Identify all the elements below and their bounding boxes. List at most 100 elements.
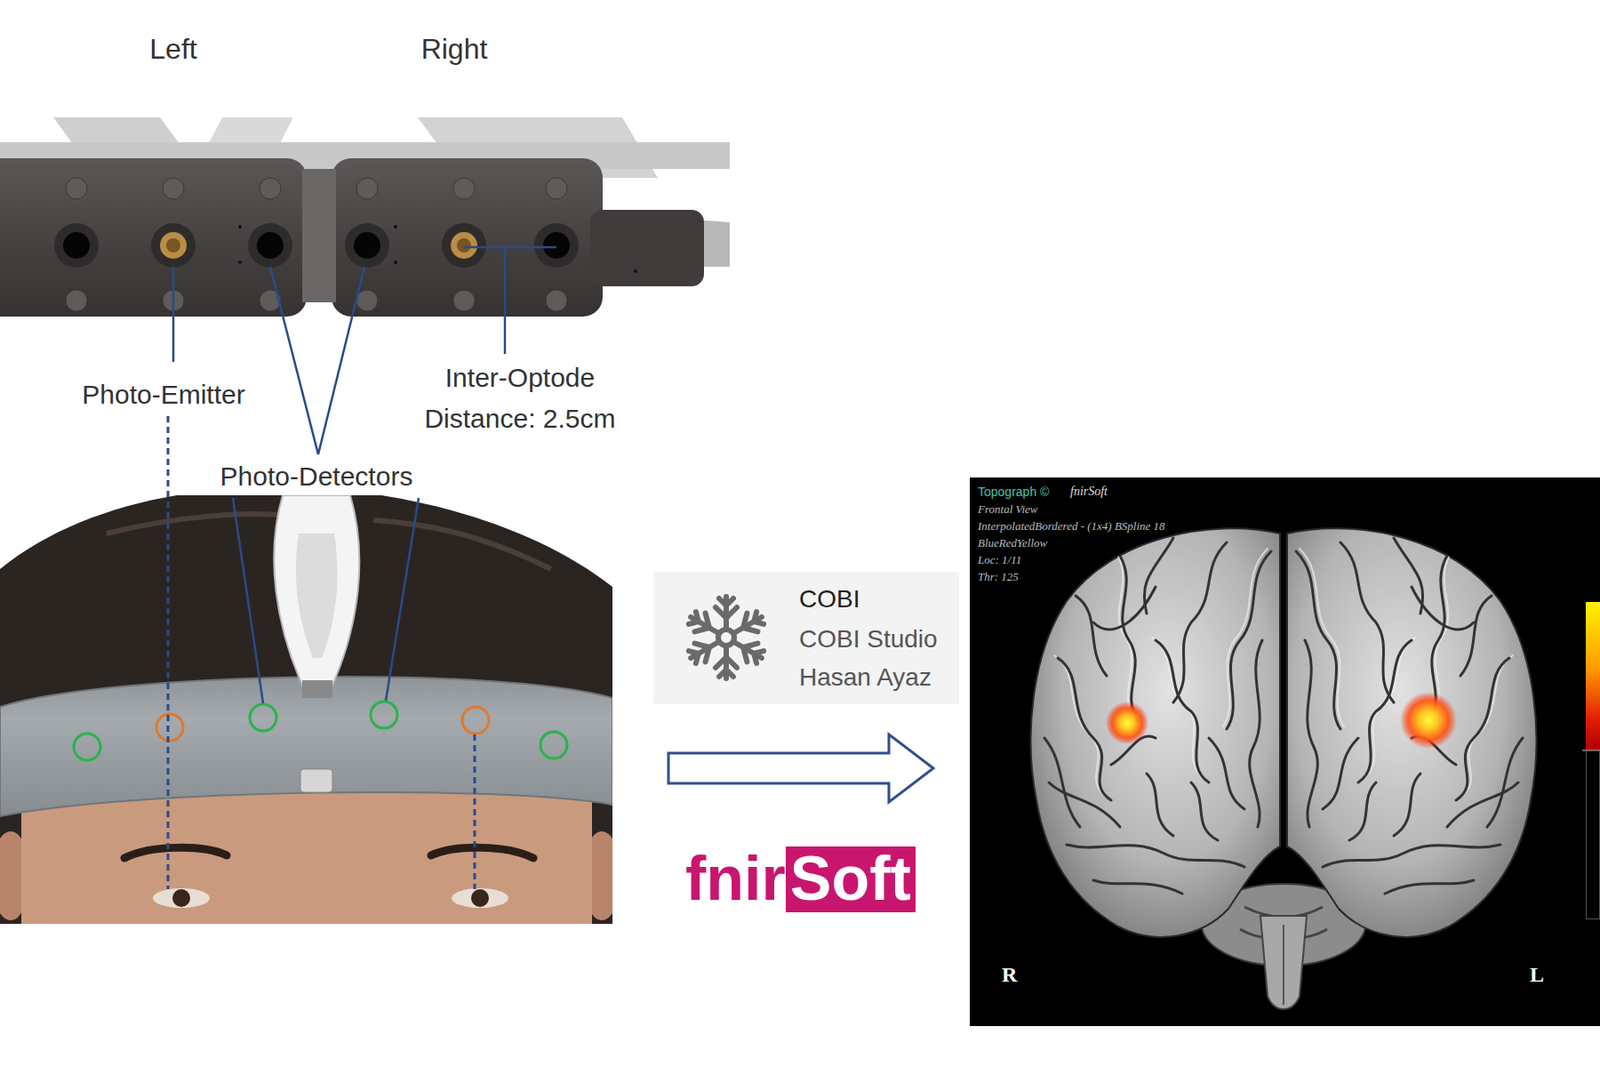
head-photo: [471, 888, 489, 907]
headband-device-photo: [353, 232, 381, 259]
brain-image: [1031, 528, 1280, 937]
headband-device-photo: [441, 223, 487, 268]
brain-image: [1144, 537, 1174, 614]
headband-device-photo: [453, 289, 475, 312]
headband-device-photo: [65, 289, 88, 312]
head-photo: [370, 701, 398, 728]
dashed-leader-lines: [167, 416, 170, 889]
leader-lines: [318, 266, 365, 455]
headband-device-photo: [393, 260, 398, 264]
brain-image: [1044, 537, 1272, 894]
logo-text: Hasan Ayaz: [799, 662, 932, 693]
dashed-leader-lines: [168, 416, 475, 889]
brain-image: [1093, 880, 1183, 894]
topograph-view: [969, 477, 1600, 1026]
headband-device-photo: [393, 224, 398, 229]
brain-image: [1057, 657, 1112, 800]
leader-lines: [504, 247, 507, 354]
brain-image: [1146, 773, 1174, 836]
headband-device-photo: [302, 168, 336, 303]
brain-image: [1282, 924, 1285, 1005]
side-marker: L: [1529, 961, 1544, 988]
head-photo: [124, 847, 227, 858]
headband-device-photo: [456, 238, 472, 253]
brain-image: [1054, 548, 1268, 798]
brain-image: [1044, 537, 1272, 894]
topograph-view: [969, 477, 1600, 1026]
head-photo: [296, 533, 338, 658]
brain-image: [1173, 542, 1227, 703]
brain-image: [1031, 528, 1537, 1009]
panel-info: InterpolatedBordered - (1x4) BSpline 18: [977, 519, 1166, 534]
cobi-logo: [718, 629, 735, 646]
logo-word: Soft: [785, 846, 916, 912]
leader-lines: [173, 247, 557, 704]
brain-image: [1105, 701, 1149, 744]
side-marker: R: [1001, 961, 1017, 988]
head-photo: [431, 847, 534, 858]
logo-text: COBI Studio: [799, 624, 938, 655]
headband-device-photo: [160, 232, 187, 259]
headband-device-photo: [590, 209, 704, 287]
head-photo: [0, 495, 613, 924]
headband-device-photo: [54, 223, 579, 268]
brain-image: [1223, 548, 1268, 727]
cobi-logo: [685, 596, 768, 679]
logo-word: fnir: [683, 846, 786, 912]
leader-lines: [464, 246, 557, 249]
brain-image: [1191, 782, 1218, 840]
headband-device-photo: [151, 223, 196, 268]
headband-device-photo: [331, 158, 603, 317]
headband-device-photo: [256, 232, 284, 259]
headband-device-photo: [0, 117, 730, 327]
side-label: Left: [149, 32, 197, 66]
head-photo: [106, 513, 285, 534]
head-photo: [462, 706, 489, 734]
fnirsoft-logo: fnirSoft: [683, 846, 916, 912]
brain-image: [1260, 915, 1307, 1009]
color-bar: [1586, 751, 1600, 920]
logo-text: COBI: [799, 584, 860, 615]
headband-device-photo: [248, 223, 293, 268]
head-photo: [0, 495, 613, 924]
headband-device-photo: [545, 177, 568, 200]
brain-image: [1226, 551, 1272, 729]
panel-info: Loc: 1/11: [977, 552, 1022, 568]
headband-device-photo: [65, 177, 88, 200]
headband-device-photo: [534, 223, 579, 268]
headband-device-photo: [450, 232, 478, 259]
brain-image: [1155, 640, 1209, 783]
headband-device-photo: [166, 238, 181, 253]
cobi-logo: [726, 607, 737, 618]
head-photo: [73, 701, 568, 760]
head-photo: [451, 888, 509, 908]
brain-image: [1120, 555, 1138, 720]
brain-image: [1075, 595, 1107, 676]
headband-device-photo: [65, 177, 568, 312]
head-photo: [152, 888, 210, 908]
brain-image: [1249, 640, 1263, 827]
brain-image: [1048, 782, 1120, 827]
dimension-label: Inter-Optode Distance: 2.5cm: [395, 357, 645, 440]
brain-image: [1208, 737, 1245, 809]
headband-device-photo: [543, 232, 570, 259]
head-photo: [273, 495, 360, 689]
head-photo: [156, 713, 184, 741]
leader-lines: [270, 266, 319, 455]
cobi-logo: [653, 571, 960, 704]
head-photo: [0, 676, 613, 816]
headband-device-photo: [63, 232, 90, 259]
headband-device-photo: [162, 177, 184, 200]
leader-lines: [385, 497, 419, 701]
headband-device-photo: [344, 223, 390, 268]
cobi-logo: [653, 571, 960, 704]
head-photo: [373, 520, 552, 569]
headband-device-photo: [545, 289, 568, 312]
head-photo: [540, 731, 568, 759]
color-bar: [1582, 601, 1600, 920]
headband-device-photo: [238, 224, 638, 273]
cobi-logo: [726, 598, 734, 606]
headband-device-photo: [633, 269, 638, 273]
headband-device-photo: [54, 223, 99, 268]
